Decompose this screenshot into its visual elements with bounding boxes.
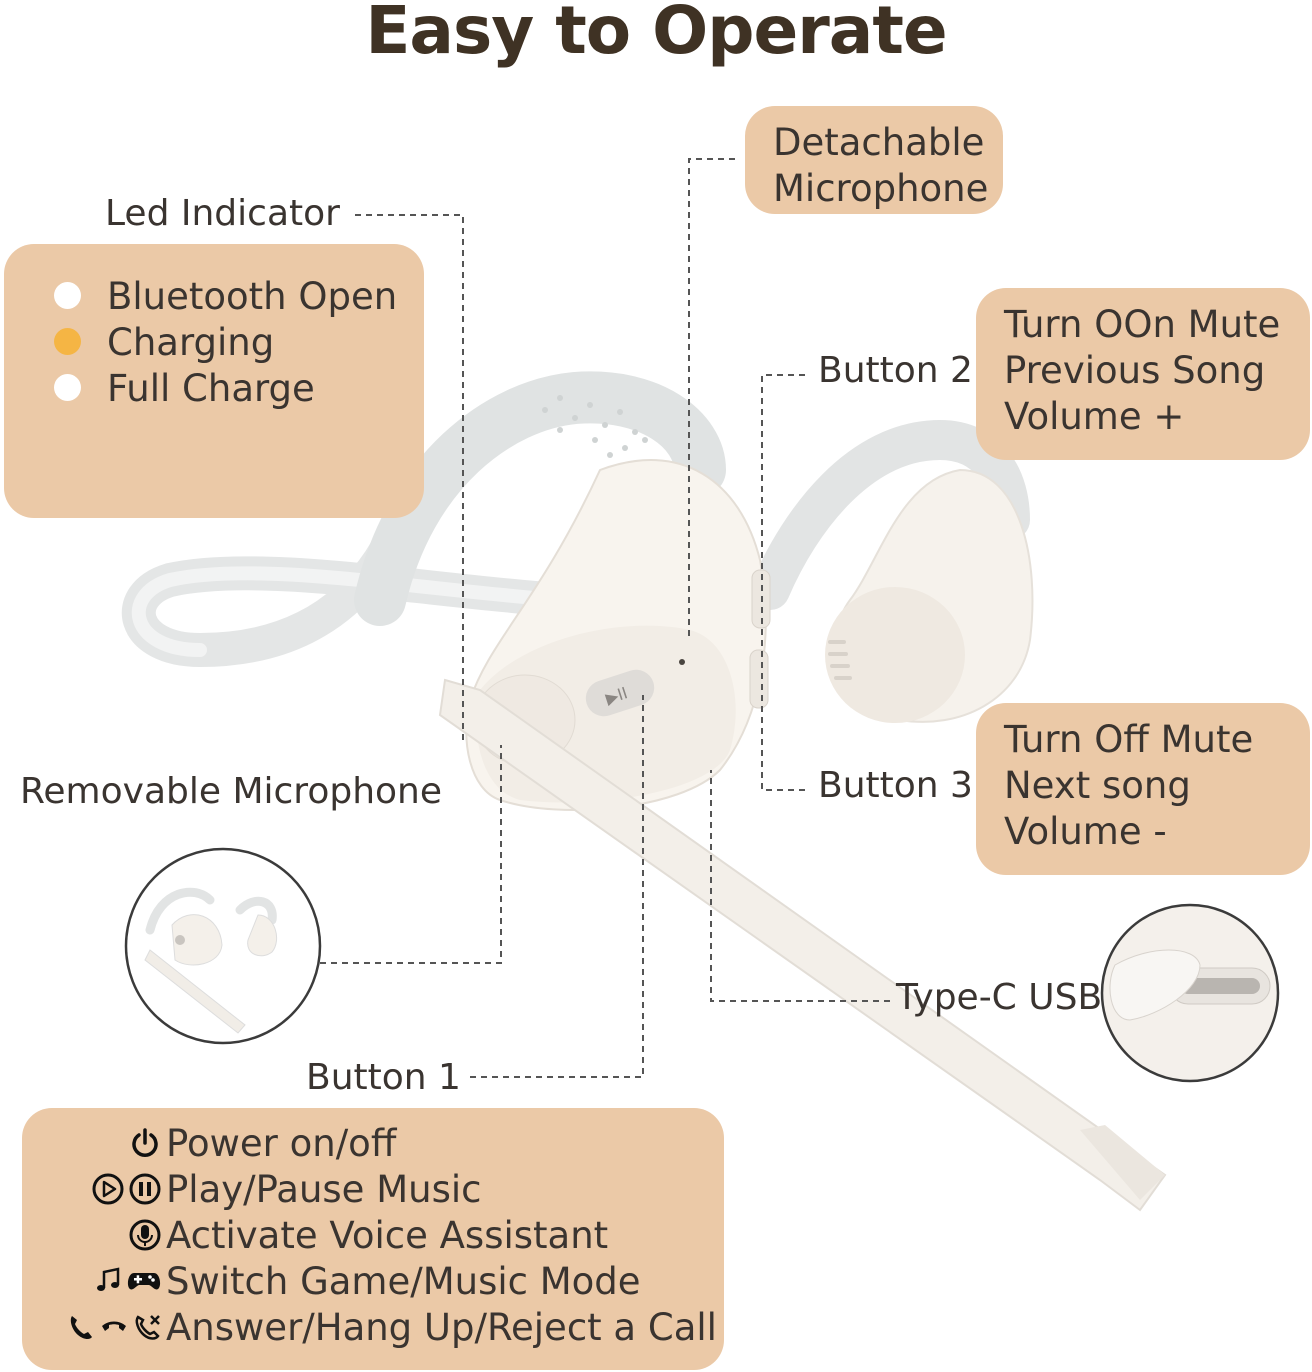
button1-label: Button 1 <box>306 1057 461 1098</box>
led-item-charging: Charging <box>4 320 397 366</box>
boom-microphone <box>438 678 1167 1212</box>
button1-functions-box: Power on/off Play/Pause Music Activate V… <box>22 1108 724 1370</box>
led-status-list: Bluetooth Open Charging Full Charge <box>4 274 397 412</box>
function-power: Power on/off <box>40 1120 724 1166</box>
button3-functions-box: Turn Off Mute Next song Volume - <box>976 703 1310 875</box>
button3-label: Button 3 <box>818 765 973 806</box>
type-c-port-closeup <box>1100 903 1280 1083</box>
music-note-icon <box>97 1267 120 1291</box>
led-item-full-charge: Full Charge <box>4 366 397 412</box>
function-call-control: Answer/Hang Up/Reject a Call <box>40 1304 724 1350</box>
phone-answer-icon <box>70 1316 92 1340</box>
pause-icon <box>129 1173 161 1205</box>
gamepad-icon <box>127 1273 161 1290</box>
phone-hangup-icon <box>102 1321 126 1331</box>
function-play-pause: Play/Pause Music <box>40 1166 724 1212</box>
button1-shape <box>585 669 655 717</box>
led-white-dot-icon <box>54 374 81 401</box>
led-orange-dot-icon <box>54 328 81 355</box>
function-voice-assistant: Activate Voice Assistant <box>40 1212 724 1258</box>
headset-thumbnail <box>124 847 322 1045</box>
led-item-bluetooth-open: Bluetooth Open <box>4 274 397 320</box>
led-indicator-label: Led Indicator <box>105 193 340 234</box>
led-white-dot-icon <box>54 282 81 309</box>
button3-shape <box>749 649 769 709</box>
button2-functions-box: Turn OOn Mute Previous Song Volume + <box>976 288 1310 460</box>
power-icon <box>132 1128 158 1157</box>
function-game-music-mode: Switch Game/Music Mode <box>40 1258 724 1304</box>
right-ear-hook <box>750 419 1030 610</box>
phone-reject-icon <box>135 1315 160 1340</box>
page-title: Easy to Operate <box>365 0 947 69</box>
microphone-icon <box>129 1219 161 1251</box>
detachable-microphone-box: Detachable Microphone <box>745 106 1003 214</box>
type-c-usb-label: Type-C USB <box>896 977 1103 1018</box>
button2-label: Button 2 <box>818 350 973 391</box>
play-icon <box>92 1173 124 1205</box>
removable-microphone-label: Removable Microphone <box>20 771 442 812</box>
